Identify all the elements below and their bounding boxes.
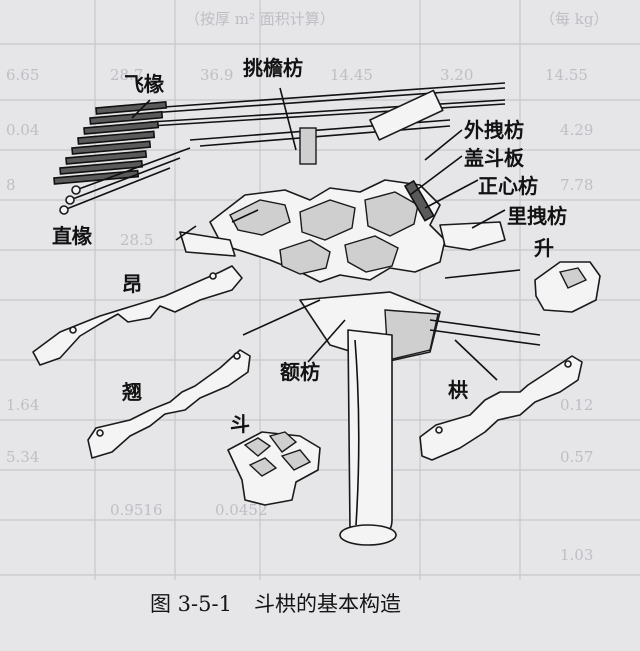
bg-cell: 1.64 [6,396,39,414]
bg-cell: 0.9516 [110,501,163,519]
column-assembly [299,291,541,546]
label-qiao: 翘 [122,380,142,404]
bg-cell: 0.0452 [215,501,268,519]
bg-cell: 7.78 [560,176,593,194]
gong-part [419,355,583,461]
label-feiyuan: 飞椽 [124,72,164,96]
label-efang: 额枋 [280,360,320,384]
bg-cell: 14.45 [330,66,373,84]
ang-part [32,265,243,366]
figure-number: 图 3-5-1 [150,592,232,616]
label-waizhuaifang: 外拽枋 [464,118,524,142]
label-tiaoyanfang: 挑檐枋 [243,56,303,80]
label-gaidouban: 盖斗板 [464,146,524,170]
figure-title: 斗栱的基本构造 [253,592,401,616]
flying-rafters [53,101,168,185]
label-ang: 昂 [122,272,142,296]
straight-rafters [59,147,191,215]
bracket-cluster [179,179,506,283]
bg-cell: 5.34 [6,448,39,466]
label-zhengxinfang: 正心枋 [478,174,538,198]
bg-cell: 0.57 [560,448,593,466]
bg-cell: 0.04 [6,121,39,139]
label-gong: 栱 [448,378,468,402]
bg-header-2: （每 kg） [540,10,608,28]
bg-cell: 1.03 [560,546,593,564]
label-sheng: 升 [534,236,554,260]
roof-beams [149,82,506,147]
bg-cell: 0.12 [560,396,593,414]
bg-cell: 28.5 [120,231,153,249]
sheng-part [534,261,601,313]
bg-header-1: （按厚 m² 面积计算） [185,10,335,28]
bg-cell: 8 [6,176,16,194]
label-dou: 斗 [230,412,250,436]
bg-cell: 4.29 [560,121,593,139]
label-lizhuaifang: 里拽枋 [507,204,567,228]
leader-lines [131,87,521,381]
bg-cell: 14.55 [545,66,588,84]
bg-cell: 36.9 [200,66,233,84]
bg-cell: 3.20 [440,66,473,84]
bg-cell: 6.65 [6,66,39,84]
dou-part [227,431,321,506]
qiao-part [87,349,251,459]
figure-caption: 图 3-5-1 斗栱的基本构造 [150,588,423,618]
label-zhiyuan: 直椽 [52,224,92,248]
bg-cell: 28.7 [110,66,143,84]
